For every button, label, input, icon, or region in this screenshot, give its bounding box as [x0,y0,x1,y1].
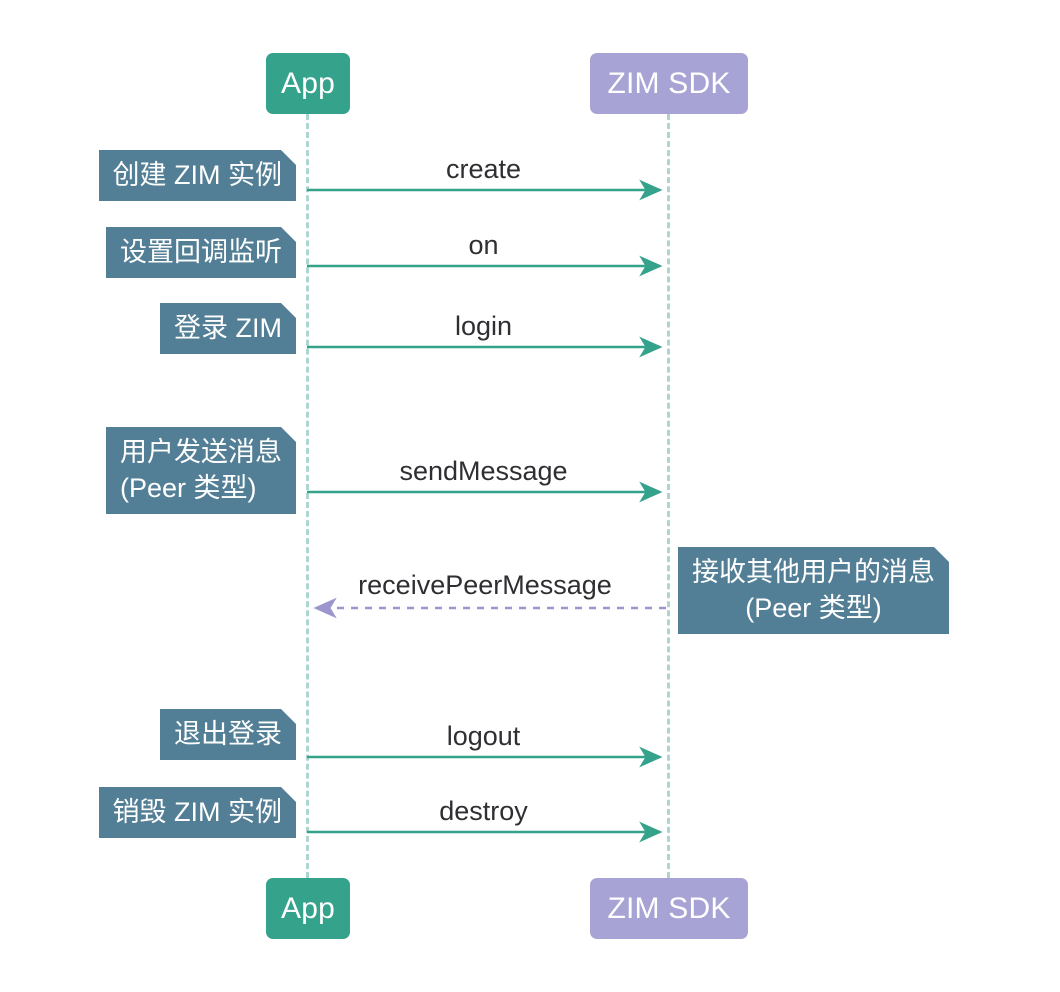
actor-app-top-label: App [281,66,335,100]
actor-app-top[interactable]: App [266,53,350,114]
message-label-receive-peer-message: receivePeerMessage [358,570,612,600]
actor-zim-sdk-bottom[interactable]: ZIM SDK [590,878,748,939]
message-label-logout: logout [446,721,521,751]
actor-zim-sdk-bottom-label: ZIM SDK [607,891,731,925]
message-label-login: login [454,311,513,341]
note-create-zim-instance[interactable]: 创建 ZIM 实例 [99,150,297,201]
note-set-callback-listener[interactable]: 设置回调监听 [106,227,296,278]
message-label-create: create [445,154,522,184]
lifeline-sdk [667,114,670,878]
note-logout[interactable]: 退出登录 [160,709,296,760]
message-label-on: on [468,230,499,260]
note-login-zim[interactable]: 登录 ZIM [160,303,296,354]
note-receive-other-user-message[interactable]: 接收其他用户的消息 (Peer 类型) [678,547,949,634]
note-destroy-zim-instance[interactable]: 销毁 ZIM 实例 [99,787,297,838]
actor-zim-sdk-top-label: ZIM SDK [607,66,731,100]
actor-app-bottom-label: App [281,891,335,925]
lifeline-app [306,114,309,878]
actor-app-bottom[interactable]: App [266,878,350,939]
note-user-send-message[interactable]: 用户发送消息 (Peer 类型) [106,427,296,514]
actor-zim-sdk-top[interactable]: ZIM SDK [590,53,748,114]
message-label-destroy: destroy [439,796,528,826]
message-label-send-message: sendMessage [399,456,568,486]
